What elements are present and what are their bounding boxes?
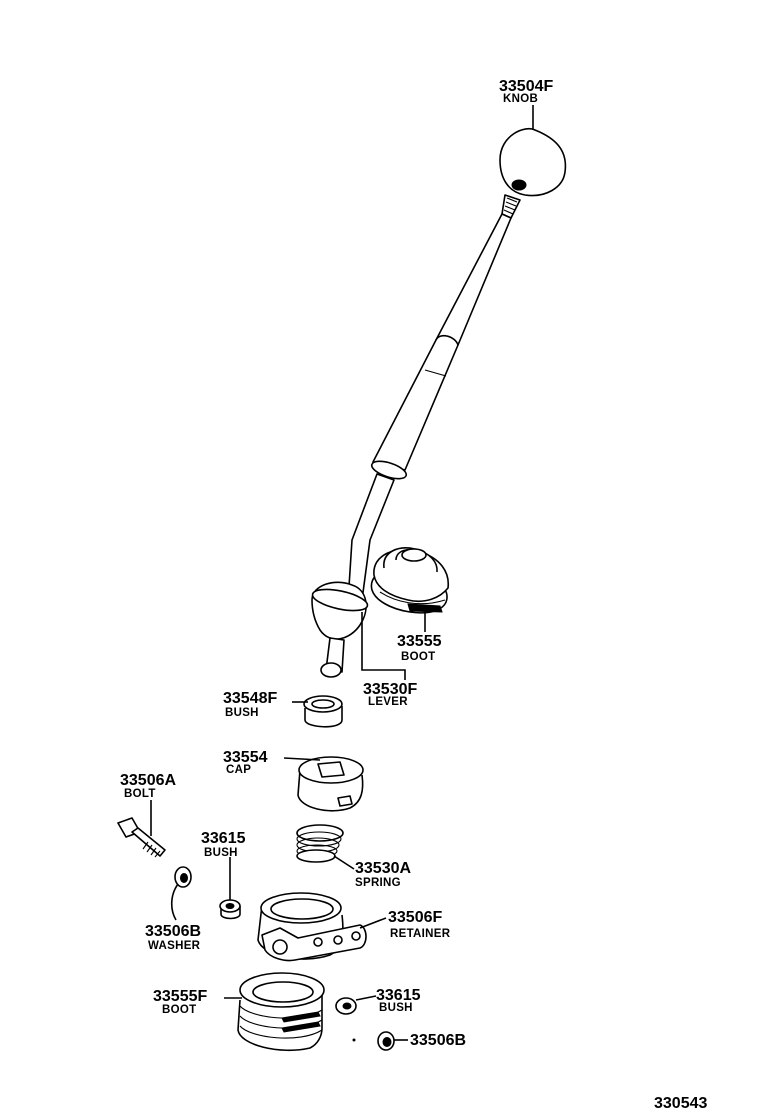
bush-lower-leader	[355, 995, 377, 1001]
knob-part-name: KNOB	[503, 93, 538, 105]
bush-lower-drawing	[335, 997, 357, 1015]
cap-part-name: CAP	[226, 764, 251, 776]
washer-drawing	[174, 866, 192, 888]
spring-leader	[333, 855, 355, 870]
washer-part-name: WASHER	[148, 940, 201, 952]
bolt-drawing	[117, 817, 166, 858]
bush-upper-drawing	[219, 899, 241, 920]
retainer-part-name: RETAINER	[390, 928, 451, 940]
bolt-part-name: BOLT	[124, 788, 156, 800]
bush-lower-part-number: 33615	[376, 987, 421, 1004]
boot-lower-part-number: 33555F	[153, 988, 207, 1005]
lever-leader	[361, 612, 406, 680]
bush-lower-part-name: BUSH	[379, 1002, 413, 1014]
boot-upper-part-number: 33555	[397, 633, 442, 650]
boot-upper-drawing	[370, 547, 449, 614]
knob-drawing	[499, 128, 567, 197]
washer-part-number: 33506B	[145, 923, 201, 940]
bush-upper-part-number: 33615	[201, 830, 246, 847]
spring-drawing	[296, 824, 344, 863]
lever-drawing	[311, 194, 521, 678]
spring-part-name: SPRING	[355, 877, 401, 889]
bush-lever-part-number: 33548F	[223, 690, 277, 707]
bush-lever-drawing	[303, 695, 343, 728]
boot-lower-part-name: BOOT	[162, 1004, 196, 1016]
retainer-drawing	[257, 892, 367, 962]
lever-part-name: LEVER	[368, 696, 408, 708]
washer-leader	[170, 883, 179, 921]
stray-dot	[352, 1038, 356, 1042]
bush-lever-part-name: BUSH	[225, 707, 259, 719]
bush-upper-part-name: BUSH	[204, 847, 238, 859]
cap-drawing	[297, 756, 364, 812]
spring-part-number: 33530A	[355, 860, 411, 877]
retainer-leader	[359, 917, 387, 929]
cap-part-number: 33554	[223, 749, 268, 766]
boot-upper-part-name: BOOT	[401, 651, 435, 663]
figure-number: 330543	[654, 1095, 707, 1112]
knob-part-number: 33504F	[499, 78, 553, 95]
lever-part-number: 33530F	[363, 681, 417, 698]
retainer-part-number: 33506F	[388, 909, 442, 926]
cap-leader	[283, 757, 321, 761]
washer-lower-drawing	[377, 1031, 395, 1051]
boot-lower-drawing	[237, 972, 325, 1052]
washer-lower-part-number: 33506B	[410, 1032, 466, 1049]
bolt-part-number: 33506A	[120, 772, 176, 789]
